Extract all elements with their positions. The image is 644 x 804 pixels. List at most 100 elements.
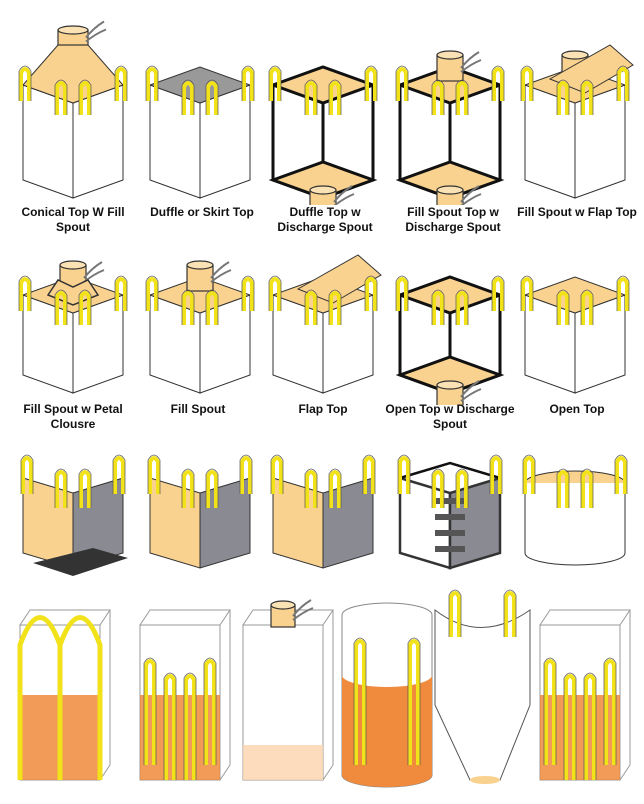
- loop-outline: [181, 289, 195, 325]
- liner-bag: [125, 585, 240, 800]
- discharge-spout: [470, 776, 500, 784]
- lifting-loop: [55, 291, 67, 325]
- loop-outline: [78, 289, 92, 325]
- loop-outline: [205, 289, 219, 325]
- lifting-loop: [271, 456, 283, 494]
- tie-string: [333, 185, 355, 205]
- baffle-bag: [390, 448, 515, 578]
- loop-outline: [183, 672, 197, 780]
- lifting-loop: [564, 674, 576, 780]
- lifting-loop: [240, 456, 252, 494]
- fill-spout-bag: [140, 245, 265, 405]
- loop-outline: [431, 79, 445, 115]
- loop-outline: [616, 275, 630, 311]
- label-petal-closure: Fill Spout w Petal Clousre: [23, 402, 123, 431]
- circular-orange-bag: [330, 585, 445, 800]
- loop-outline: [491, 275, 505, 311]
- loop-outline: [181, 468, 195, 508]
- lifting-loop: [521, 277, 533, 311]
- lifting-loop: [21, 456, 33, 494]
- lifting-loop: [581, 81, 593, 115]
- loop-outline: [448, 589, 462, 637]
- lifting-loop: [305, 81, 317, 115]
- lifting-loop: [432, 291, 444, 325]
- loop-outline: [239, 454, 253, 494]
- circular-panel-bag: [263, 448, 388, 578]
- tie-string: [460, 51, 482, 73]
- lifting-loop: [55, 470, 67, 508]
- loop-outline: [583, 672, 597, 780]
- loop-outline: [520, 65, 534, 101]
- label-conical-top: Conical Top W Fill Spout: [21, 205, 125, 234]
- loop-outline: [580, 289, 594, 325]
- tie-string: [460, 380, 482, 402]
- loop-outline: [54, 79, 68, 115]
- lifting-loop: [305, 470, 317, 508]
- lifting-loop: [581, 291, 593, 325]
- fill-spout-rim: [436, 50, 464, 60]
- lifting-loop: [354, 639, 366, 765]
- loop-outline: [18, 275, 32, 311]
- loop-outline: [580, 468, 594, 508]
- loop-outline: [543, 657, 557, 765]
- flap: [296, 254, 382, 304]
- label-open-top: Open Top: [549, 402, 605, 416]
- loop-outline: [241, 65, 255, 101]
- loop-outline: [503, 589, 517, 637]
- spout-liner-bag: [228, 585, 343, 800]
- loop-outline: [614, 454, 628, 494]
- lifting-loop: [396, 277, 408, 311]
- loop-outline: [268, 275, 282, 311]
- circular-bag: [515, 448, 640, 578]
- lifting-loop: [363, 456, 375, 494]
- loop-outline: [328, 468, 342, 508]
- baffle-stripe: [435, 530, 465, 536]
- tie-string: [210, 261, 232, 283]
- lifting-loop: [55, 81, 67, 115]
- loop-outline: [328, 289, 342, 325]
- tie-string: [292, 599, 314, 621]
- lifting-loop: [329, 291, 341, 325]
- lifting-loop: [146, 67, 158, 101]
- lifting-loop: [206, 291, 218, 325]
- loop-outline: [353, 637, 367, 765]
- lifting-loop: [115, 67, 127, 101]
- lifting-loop: [432, 470, 444, 508]
- lifting-loop: [206, 81, 218, 115]
- loop-outline: [78, 468, 92, 508]
- lifting-loop: [164, 674, 176, 780]
- bag-base-shadow: [33, 548, 128, 576]
- lifting-loop: [19, 67, 31, 101]
- fill-spout-rim: [186, 260, 214, 270]
- conical-top-bag: [13, 10, 138, 205]
- loop-outline: [270, 454, 284, 494]
- cross-corner-loop-bag: [5, 585, 120, 800]
- loop-outline: [268, 65, 282, 101]
- loop-outline: [556, 468, 570, 508]
- lifting-loop: [146, 277, 158, 311]
- tie-string: [85, 20, 107, 43]
- flap: [548, 44, 634, 94]
- panel-construction-bag: [13, 448, 138, 578]
- open-top-bag: [515, 245, 640, 405]
- lifting-loop: [329, 470, 341, 508]
- loop-outline: [580, 79, 594, 115]
- petal-closure-bag: [13, 245, 138, 405]
- petal-closure: [46, 279, 100, 306]
- loop-outline: [181, 79, 195, 115]
- lifting-loop: [557, 291, 569, 325]
- lifting-loop: [148, 456, 160, 494]
- lifting-loop: [329, 81, 341, 115]
- baffle-stripe: [435, 498, 465, 504]
- bag-fill: [243, 745, 323, 780]
- lifting-loop: [504, 591, 516, 637]
- conical-bottom-bag: [425, 585, 540, 800]
- loop-outline: [304, 79, 318, 115]
- loop-outline: [364, 275, 378, 311]
- loop-outline: [563, 672, 577, 780]
- discharge-spout-rim: [436, 380, 464, 390]
- label-open-discharge: Open Top w Discharge Spout: [385, 402, 515, 431]
- label-duffle-top: Duffle or Skirt Top: [150, 205, 254, 219]
- lifting-loop: [432, 81, 444, 115]
- loop-outline: [112, 454, 126, 494]
